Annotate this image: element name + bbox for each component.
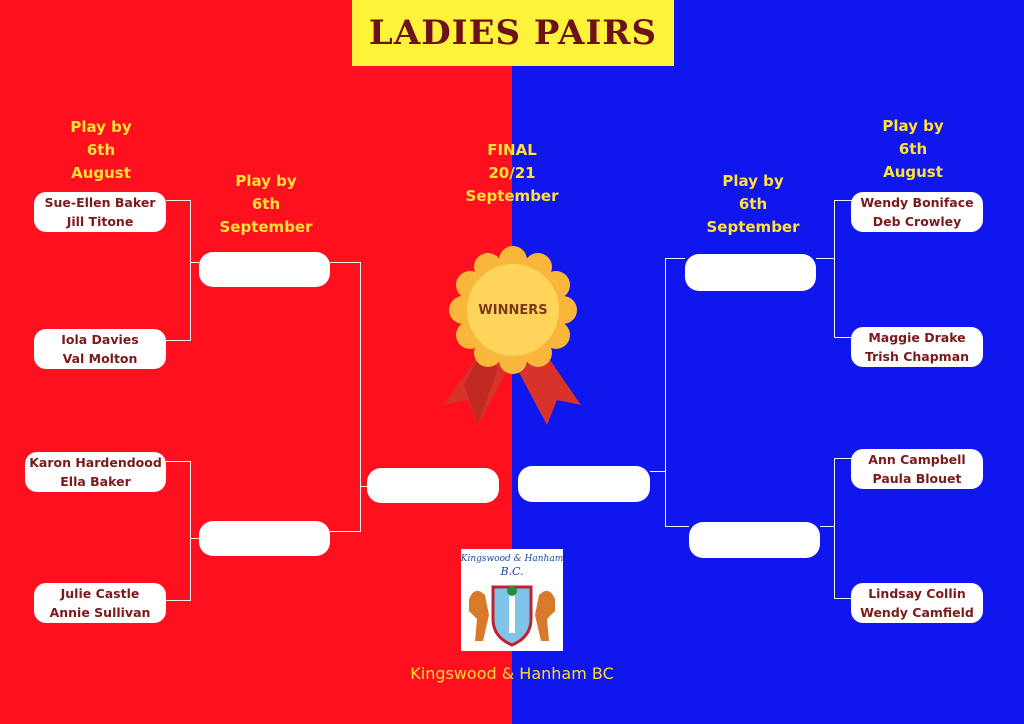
logo-text-line1: Kingswood & Hanham	[461, 554, 563, 564]
heading-line: Play by	[722, 172, 784, 190]
pair-box-left-2: Iola Davies Val Molton	[34, 329, 166, 369]
right-round1-heading: Play by 6th August	[843, 115, 983, 184]
player-name: Maggie Drake	[868, 330, 966, 345]
pair-box-right-1: Wendy Boniface Deb Crowley	[851, 192, 983, 232]
heading-line: 6th	[86, 141, 116, 159]
bracket-line	[360, 486, 367, 487]
page-title: LADIES PAIRS	[368, 13, 658, 53]
bracket-line	[834, 200, 835, 338]
bracket-line	[330, 531, 360, 532]
club-crest-icon: Kingswood & Hanham B.C.	[460, 554, 563, 647]
bracket-line	[650, 471, 665, 472]
player-name: Ann Campbell	[868, 452, 966, 467]
bracket-line	[834, 337, 858, 338]
heading-line: FINAL	[487, 141, 537, 159]
ribbon-right	[515, 350, 581, 425]
bracket-line	[834, 458, 858, 459]
pair-box-right-2: Maggie Drake Trish Chapman	[851, 327, 983, 367]
player-name: Julie Castle	[60, 586, 140, 601]
bracket-line	[665, 258, 666, 527]
player-name: Annie Sullivan	[49, 605, 151, 620]
pair-box-right-3: Ann Campbell Paula Blouet	[851, 449, 983, 489]
ribbon-left-shade	[464, 350, 498, 425]
bracket-line	[190, 262, 199, 263]
pair-box-left-3: Karon Hardendood Ella Baker	[25, 452, 166, 492]
heading-line: September	[706, 218, 800, 236]
final-heading: FINAL 20/21 September	[442, 139, 582, 208]
player-name: Deb Crowley	[872, 214, 962, 229]
player-name: Sue-Ellen Baker	[44, 195, 156, 210]
player-name: Karon Hardendood	[29, 455, 162, 470]
title-banner: LADIES PAIRS	[352, 0, 674, 66]
player-name: Ella Baker	[60, 474, 131, 489]
bracket-line	[166, 200, 190, 201]
heading-line: 6th	[898, 140, 928, 158]
bracket-line	[190, 200, 191, 341]
logo-text-line2: B.C.	[499, 565, 523, 578]
heading-line: Play by	[235, 172, 297, 190]
bracket-line	[330, 262, 360, 263]
heading-line: Play by	[70, 118, 132, 136]
bracket-line	[360, 262, 361, 532]
player-name: Lindsay Collin	[868, 586, 966, 601]
winners-label: WINNERS	[478, 303, 547, 318]
bracket-line	[834, 200, 858, 201]
heading-line: Play by	[882, 117, 944, 135]
player-name: Trish Chapman	[864, 349, 970, 364]
semifinal-slot-right-bottom	[689, 522, 820, 558]
bracket-line	[834, 458, 835, 599]
left-round1-heading: Play by 6th August	[31, 116, 171, 185]
bracket-line	[190, 538, 199, 539]
left-round2-heading: Play by 6th September	[196, 170, 336, 239]
player-name: Wendy Boniface	[860, 195, 974, 210]
bracket-line	[665, 526, 689, 527]
bracket-line	[166, 461, 190, 462]
bracket-line	[820, 526, 834, 527]
heading-line: September	[465, 187, 559, 205]
heading-line: August	[71, 164, 131, 182]
player-name: Jill Titone	[66, 214, 134, 229]
pair-box-left-1: Sue-Ellen Baker Jill Titone	[34, 192, 166, 232]
player-name: Iola Davies	[61, 332, 139, 347]
bracket-line	[834, 598, 858, 599]
final-slot-right	[518, 466, 650, 502]
heading-line: August	[883, 163, 943, 181]
footer-club-name: Kingswood & Hanham BC	[410, 664, 614, 683]
bracket-line	[190, 461, 191, 601]
pair-box-right-4: Lindsay Collin Wendy Camfield	[851, 583, 983, 623]
heading-line: 6th	[251, 195, 281, 213]
pair-box-left-4: Julie Castle Annie Sullivan	[34, 583, 166, 623]
bracket-line	[665, 258, 685, 259]
heading-line: 20/21	[488, 164, 536, 182]
semifinal-slot-left-bottom	[199, 521, 330, 556]
player-name: Val Molton	[62, 351, 138, 366]
bracket-line	[816, 258, 834, 259]
club-logo: Kingswood & Hanham B.C.	[460, 549, 563, 651]
bracket-line	[166, 600, 190, 601]
winners-rosette-icon: WINNERS	[444, 246, 581, 425]
semifinal-slot-left-top	[199, 252, 330, 287]
bracket-line	[166, 340, 190, 341]
heading-line: 6th	[738, 195, 768, 213]
heading-line: September	[219, 218, 313, 236]
player-name: Paula Blouet	[872, 471, 962, 486]
player-name: Wendy Camfield	[860, 605, 974, 620]
rosette-badge	[449, 246, 577, 374]
right-round2-heading: Play by 6th September	[683, 170, 823, 239]
final-slot-left	[367, 468, 499, 503]
semifinal-slot-right-top	[685, 254, 816, 291]
